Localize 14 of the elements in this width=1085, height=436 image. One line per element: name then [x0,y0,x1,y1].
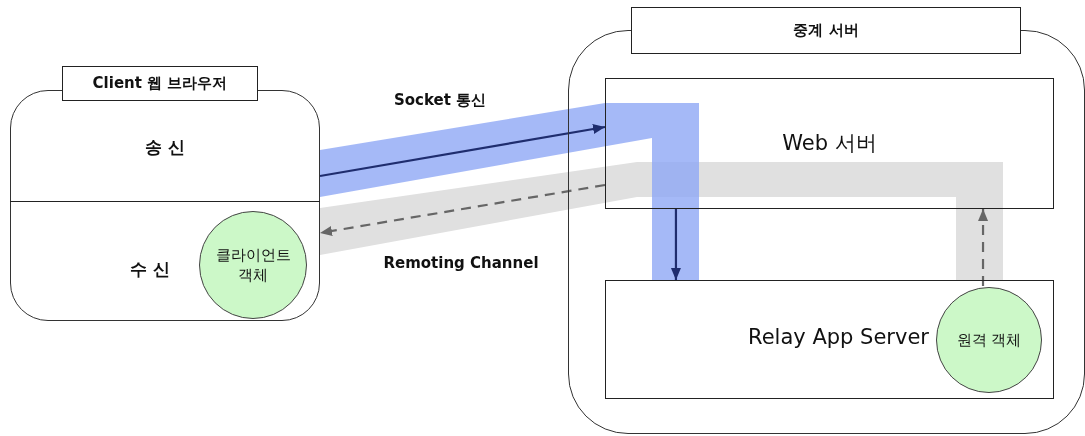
dashed-arrow [319,183,606,236]
send-section: 송 신 [10,102,320,202]
server-box: Web 서버 [605,78,1054,209]
box-label: Relay App Server [748,325,929,349]
edge-label: Remoting Channel [381,254,541,272]
title-tab: 중계 서버 [631,7,1021,54]
server-box [605,280,1054,399]
dashed-arrow [978,209,989,286]
box-label: 수 신 [130,258,170,281]
arrow [670,209,681,280]
object-circle: 클라이언트 객체 [199,211,307,319]
object-circle: 원격 객체 [936,287,1042,393]
arrow [319,124,606,178]
title-tab: Client 웹 브라우저 [62,66,258,101]
